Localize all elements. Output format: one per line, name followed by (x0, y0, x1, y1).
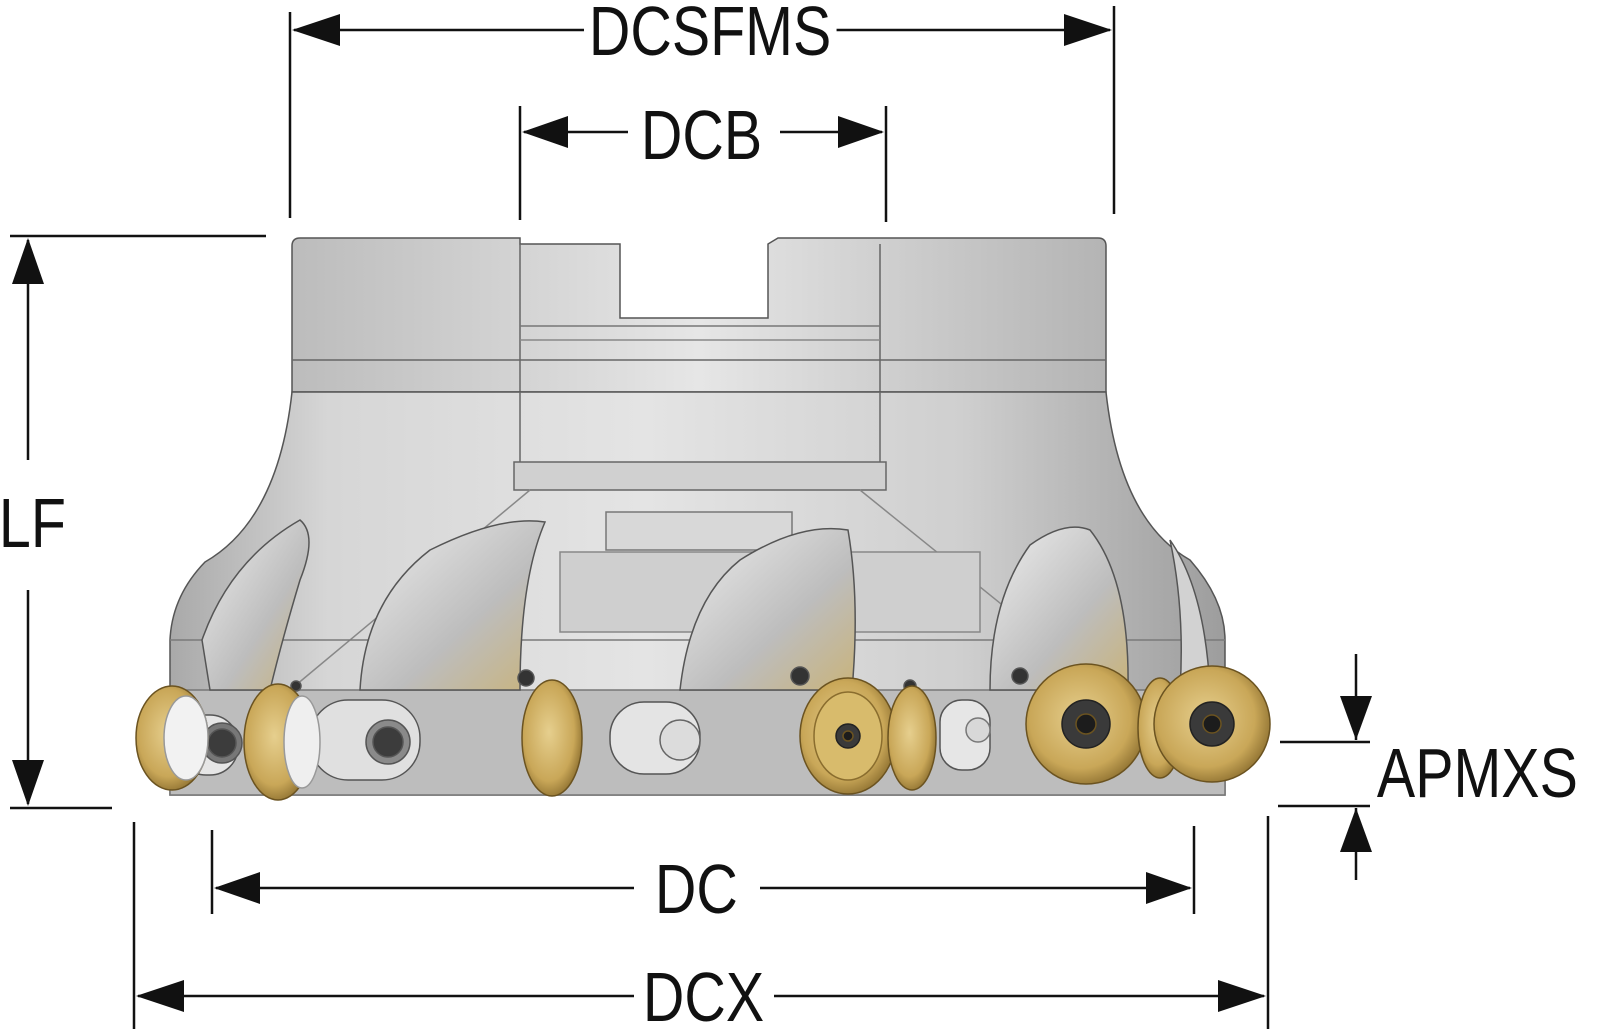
insert-3 (521, 679, 583, 797)
lf-label: LF (0, 488, 71, 558)
insert-2 (243, 683, 321, 801)
apmxs-label: APMXS (1372, 738, 1583, 808)
dcb-label: DCB (636, 100, 768, 170)
arrowhead-icon (12, 14, 1372, 1012)
dimension-lines (10, 6, 1370, 1029)
insert-1 (135, 685, 209, 791)
dcx-label: DCX (638, 962, 770, 1032)
insert-6 (1025, 663, 1147, 785)
cutting-inserts (135, 663, 1271, 801)
dcsfms-label: DCSFMS (584, 0, 837, 66)
dc-label: DC (650, 854, 743, 924)
shank (291, 237, 1107, 393)
insert-4 (799, 677, 897, 795)
insert-8 (1153, 665, 1271, 783)
insert-5 (887, 685, 937, 791)
